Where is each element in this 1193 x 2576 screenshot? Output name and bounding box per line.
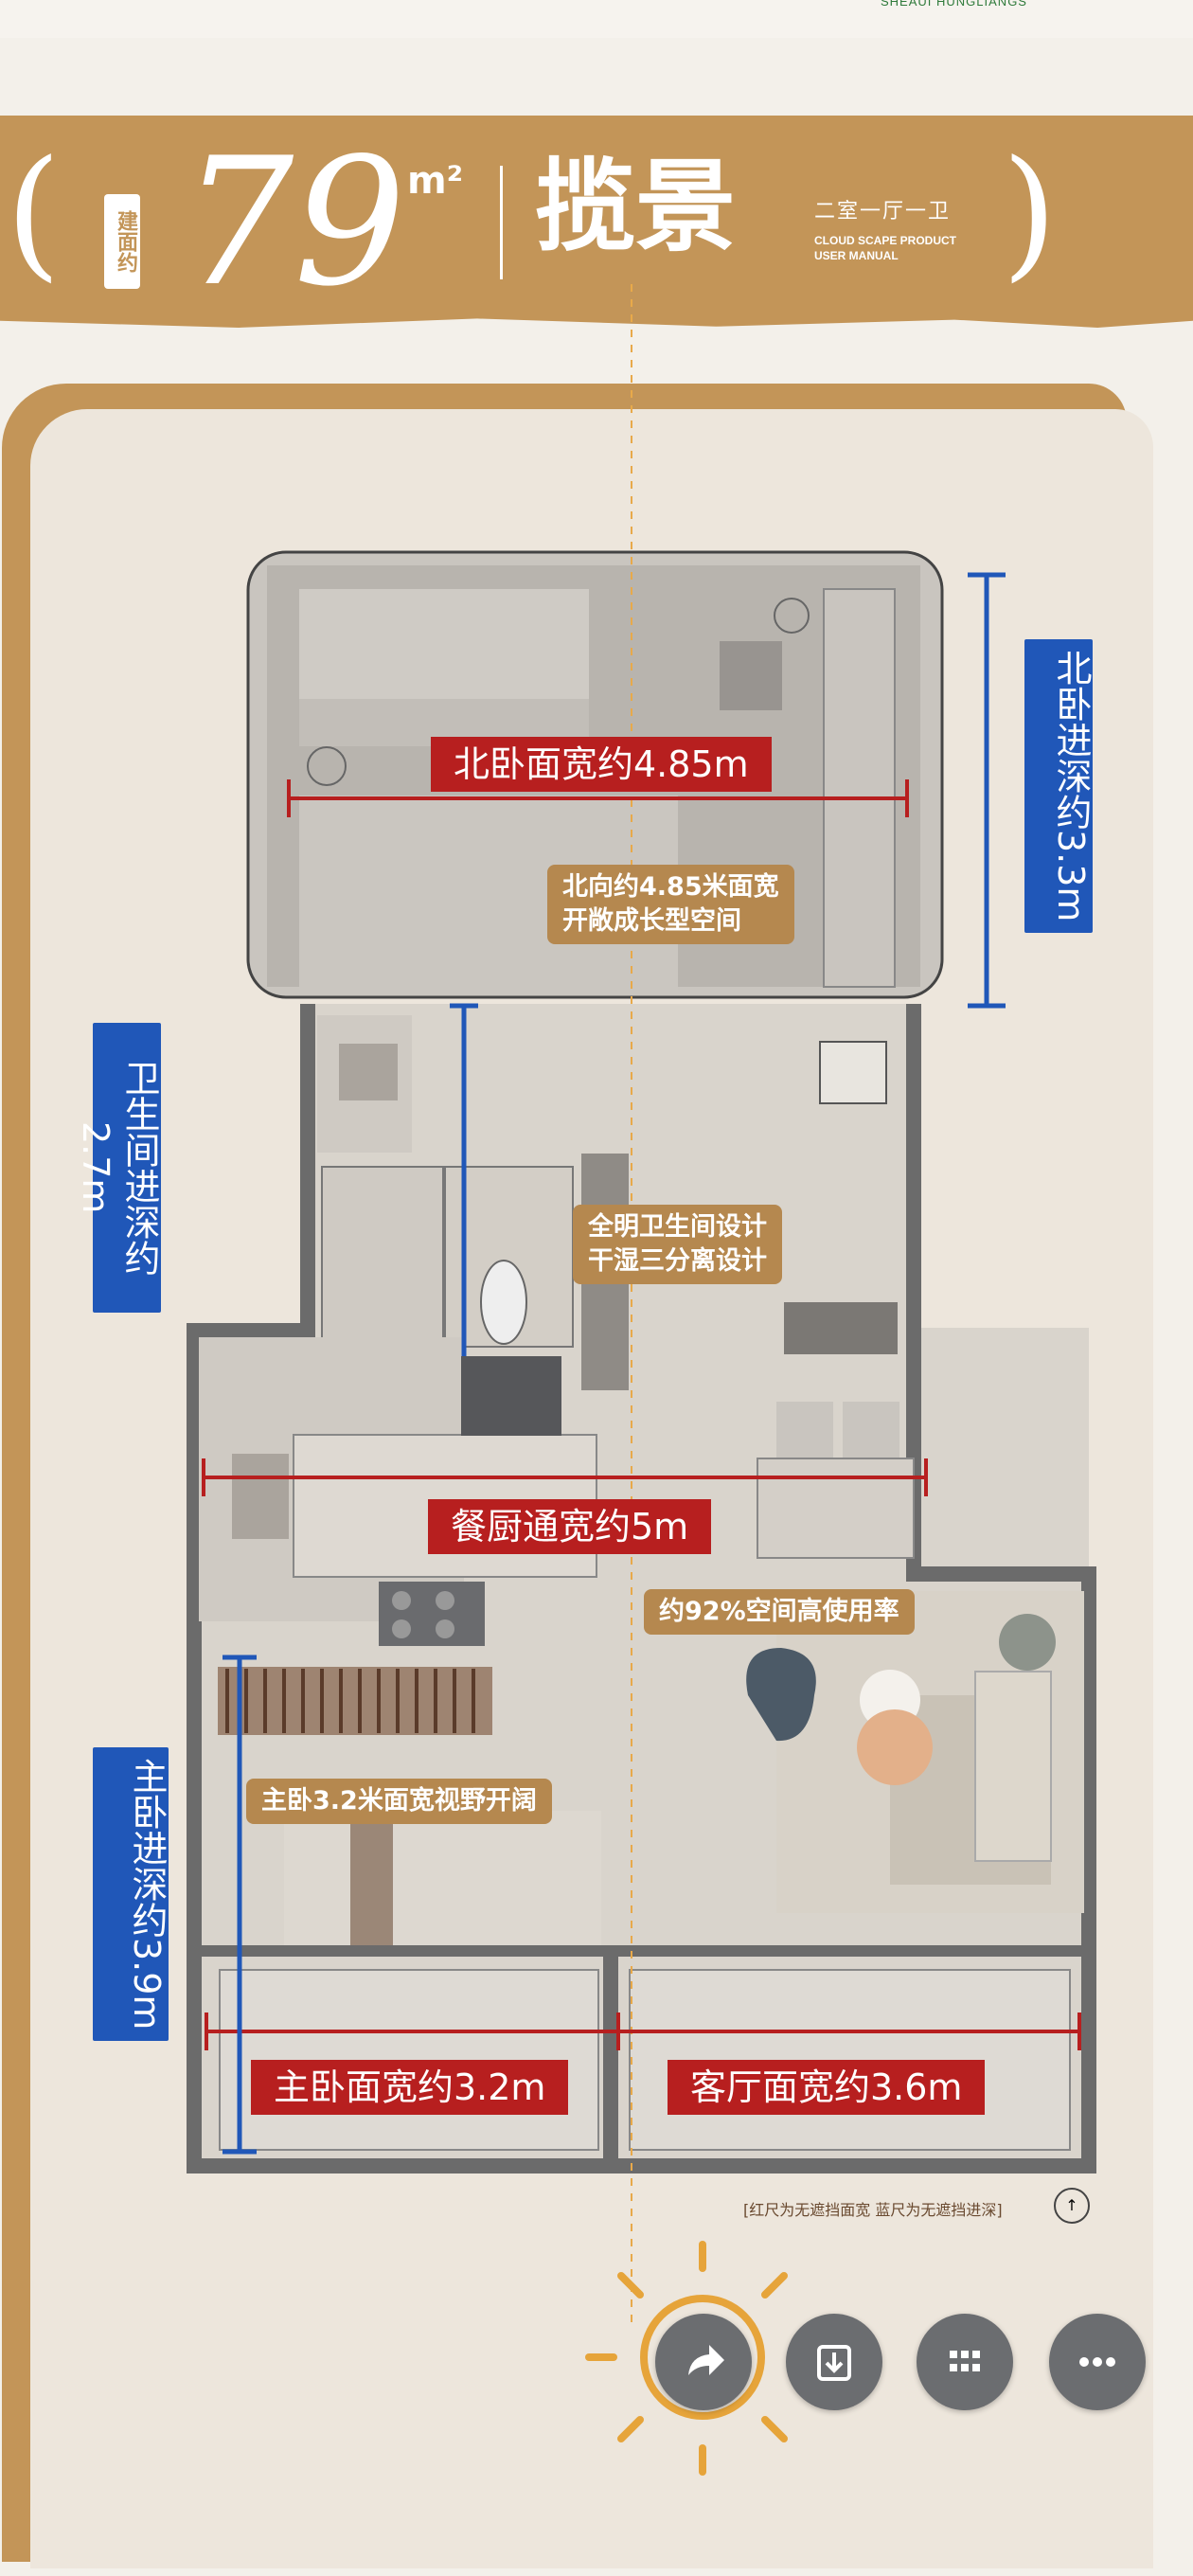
download-icon: [817, 2345, 851, 2381]
more-icon: [1079, 2357, 1115, 2367]
north-note: 北向约4.85米面宽 开敞成长型空间: [547, 865, 794, 944]
layout-cn: 二室一厅一卫: [814, 200, 952, 224]
space-rate-note: 约92%空间高使用率: [644, 1589, 915, 1635]
area-value: 79: [182, 119, 406, 325]
share-button[interactable]: [655, 2314, 752, 2410]
master-depth-label: 主卧进深约3.9m: [93, 1747, 169, 2041]
master-view-note: 主卧3.2米面宽视野开阔: [246, 1779, 552, 1824]
more-button[interactable]: [1049, 2314, 1146, 2410]
north-note-line1: 北向约4.85米面宽: [562, 872, 779, 902]
master-width-label: 主卧面宽约3.2m: [251, 2060, 569, 2115]
brand-text: SHEAUI HUNGLIANGS: [881, 0, 1027, 9]
download-button[interactable]: [786, 2314, 882, 2410]
area-tag: 建面约: [104, 194, 140, 289]
north-bedroom-depth-label: 北卧进深约3.3m: [1024, 639, 1093, 933]
grid-icon: [950, 2351, 980, 2371]
unit-name: 揽景: [535, 147, 736, 265]
left-paren: (: [6, 131, 62, 295]
title-banner: [0, 116, 1193, 318]
grid-button[interactable]: [917, 2314, 1013, 2410]
bath-note: 全明卫生间设计 干湿三分离设计: [573, 1205, 782, 1284]
north-compass-icon: ↑: [1054, 2188, 1090, 2224]
dimension-legend: [红尺为无遮挡面宽 蓝尺为无遮挡进深]: [743, 2201, 1003, 2219]
dining-kitchen-width-label: 餐厨通宽约5m: [428, 1499, 712, 1554]
title-divider: [500, 166, 503, 279]
share-icon: [688, 2345, 724, 2375]
north-bedroom-width-label: 北卧面宽约4.85m: [431, 737, 772, 792]
north-note-line2: 开敞成长型空间: [562, 906, 741, 936]
area-unit: m²: [407, 159, 464, 203]
bathroom-depth-label: 卫生间进深约2.7m: [75, 1023, 161, 1313]
living-width-label: 客厅面宽约3.6m: [668, 2060, 986, 2115]
right-paren: ): [1002, 131, 1058, 295]
bath-note-line1: 全明卫生间设计: [588, 1212, 767, 1242]
bath-note-line2: 干湿三分离设计: [588, 1246, 767, 1276]
layout-en: CLOUD SCAPE PRODUCT USER MANUAL: [814, 234, 957, 262]
top-strip: SHEAUI HUNGLIANGS: [0, 0, 1193, 38]
